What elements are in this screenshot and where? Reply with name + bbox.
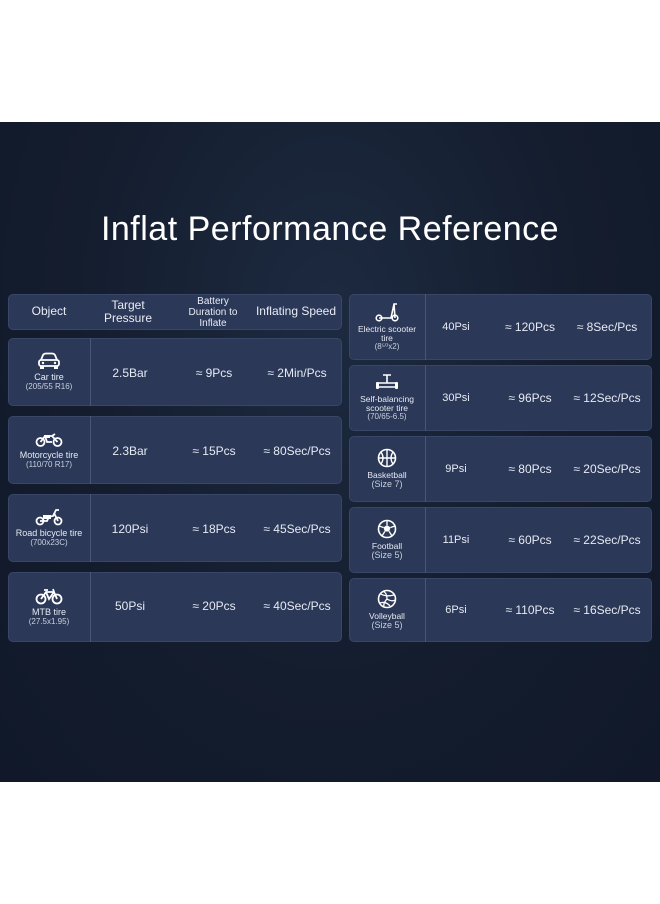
speed-value: ≈ 16Sec/Pcs [573, 603, 641, 617]
object-name: Car tire [34, 372, 64, 383]
bicycle-icon [35, 588, 63, 605]
object-name: Football [371, 540, 403, 551]
object-cell: Electric scooter tire (8⁵⁰x2) [349, 294, 425, 360]
header-battery-line2: Duration to [188, 306, 238, 318]
speed-value: ≈ 2Min/Pcs [267, 366, 327, 380]
column-divider [425, 365, 426, 431]
header-inflating-speed: Inflating Speed [255, 304, 337, 319]
speed-value: ≈ 22Sec/Pcs [573, 533, 641, 547]
object-name: Volleyball [369, 610, 405, 621]
pressure-value: 120Psi [111, 522, 149, 536]
pressure-value: 2.3Bar [112, 444, 148, 458]
table-row-car: Car tire (205/55 R16) 2.5Bar ≈ 9Pcs ≈ 2M… [8, 338, 342, 406]
table-row-volleyball: Volleyball (Size 5) 6Psi ≈ 110Pcs ≈ 16Se… [349, 578, 652, 642]
object-size: (110/70 R17) [25, 460, 73, 470]
column-divider [90, 572, 91, 642]
column-divider [425, 436, 426, 502]
header-battery-line1: Battery [197, 295, 229, 307]
object-size: (8⁵⁰x2) [374, 342, 400, 352]
header-target-pressure-line2: Pressure [103, 311, 153, 325]
speed-value: ≈ 45Sec/Pcs [263, 522, 331, 536]
battery-value: ≈ 20Pcs [192, 599, 236, 613]
table-row-self-balancing-scooter: Self-balancing scooter tire (70/65-6.5) … [349, 365, 652, 431]
column-divider [90, 416, 91, 484]
object-name: Basketball [367, 469, 407, 480]
electric-scooter-icon [375, 302, 399, 322]
self-balancing-scooter-icon [376, 373, 398, 389]
motorcycle-icon [35, 433, 63, 448]
table-row-mtb: MTB tire (27.5x1.95) 50Psi ≈ 20Pcs ≈ 40S… [8, 572, 342, 642]
pressure-value: 11Psi [442, 534, 470, 546]
object-cell: Basketball (Size 7) [349, 436, 425, 502]
battery-value: ≈ 80Pcs [508, 462, 552, 476]
speed-value: ≈ 80Sec/Pcs [263, 444, 331, 458]
table-row-basketball: Basketball (Size 7) 9Psi ≈ 80Pcs ≈ 20Sec… [349, 436, 652, 502]
header-target-pressure: Target Pressure [90, 294, 166, 330]
object-size: (27.5x1.95) [28, 617, 70, 627]
table-row-electric-scooter: Electric scooter tire (8⁵⁰x2) 40Psi ≈ 12… [349, 294, 652, 360]
object-name: Motorcycle tire [19, 450, 79, 461]
table-row-football: Football (Size 5) 11Psi ≈ 60Pcs ≈ 22Sec/… [349, 507, 652, 573]
object-cell: Volleyball (Size 5) [349, 578, 425, 642]
pressure-value: 9Psi [445, 463, 467, 475]
object-cell: Car tire (205/55 R16) [8, 338, 90, 406]
table-header: Object Target Pressure Battery Duration … [8, 294, 342, 330]
battery-value: ≈ 120Pcs [505, 320, 555, 334]
object-name: Self-balancing scooter tire [360, 393, 414, 414]
object-cell: Motorcycle tire (110/70 R17) [8, 416, 90, 484]
column-divider [90, 494, 91, 562]
battery-value: ≈ 18Pcs [192, 522, 236, 536]
speed-value: ≈ 12Sec/Pcs [573, 391, 641, 405]
battery-value: ≈ 96Pcs [508, 391, 552, 405]
dark-panel: Inflat Performance Reference Object Targ… [0, 122, 660, 782]
header-object: Object [31, 304, 67, 319]
object-cell: MTB tire (27.5x1.95) [8, 572, 90, 642]
object-name: MTB tire [31, 607, 66, 618]
object-name: Road bicycle tire [15, 528, 83, 539]
car-icon [38, 352, 60, 370]
object-name: Electric scooter tire [357, 323, 417, 344]
battery-value: ≈ 9Pcs [195, 366, 233, 380]
page-title: Inflat Performance Reference [100, 210, 560, 248]
pressure-value: 2.5Bar [112, 366, 148, 380]
football-icon [377, 519, 397, 539]
pressure-value: 50Psi [114, 599, 146, 613]
object-cell: Road bicycle tire (700x23C) [8, 494, 90, 562]
table-row-road-bicycle: Road bicycle tire (700x23C) 120Psi ≈ 18P… [8, 494, 342, 562]
speed-value: ≈ 40Sec/Pcs [263, 599, 331, 613]
battery-value: ≈ 60Pcs [508, 533, 552, 547]
object-size: (700x23C) [30, 538, 68, 548]
column-divider [90, 338, 91, 406]
column-divider [425, 507, 426, 573]
object-size: (Size 5) [371, 620, 403, 631]
header-battery-line3: Inflate [199, 317, 227, 329]
column-divider [425, 294, 426, 360]
object-cell: Self-balancing scooter tire (70/65-6.5) [349, 365, 425, 431]
object-size: (Size 7) [371, 479, 403, 490]
object-cell: Football (Size 5) [349, 507, 425, 573]
column-divider [425, 578, 426, 642]
battery-value: ≈ 15Pcs [192, 444, 236, 458]
speed-value: ≈ 8Sec/Pcs [576, 320, 638, 334]
table-row-motorcycle: Motorcycle tire (110/70 R17) 2.3Bar ≈ 15… [8, 416, 342, 484]
basketball-icon [377, 448, 397, 468]
volleyball-icon [377, 589, 397, 609]
header-battery-duration: Battery Duration to Inflate [176, 294, 250, 330]
pressure-value: 40Psi [442, 321, 470, 333]
object-size: (70/65-6.5) [367, 412, 407, 422]
header-target-pressure-line1: Target [111, 297, 145, 312]
pressure-value: 30Psi [442, 392, 470, 404]
scooter-moped-icon [35, 509, 63, 526]
battery-value: ≈ 110Pcs [505, 603, 555, 617]
object-size: (205/55 R16) [25, 382, 73, 392]
pressure-value: 6Psi [445, 604, 467, 616]
object-size: (Size 5) [371, 550, 403, 561]
speed-value: ≈ 20Sec/Pcs [573, 462, 641, 476]
